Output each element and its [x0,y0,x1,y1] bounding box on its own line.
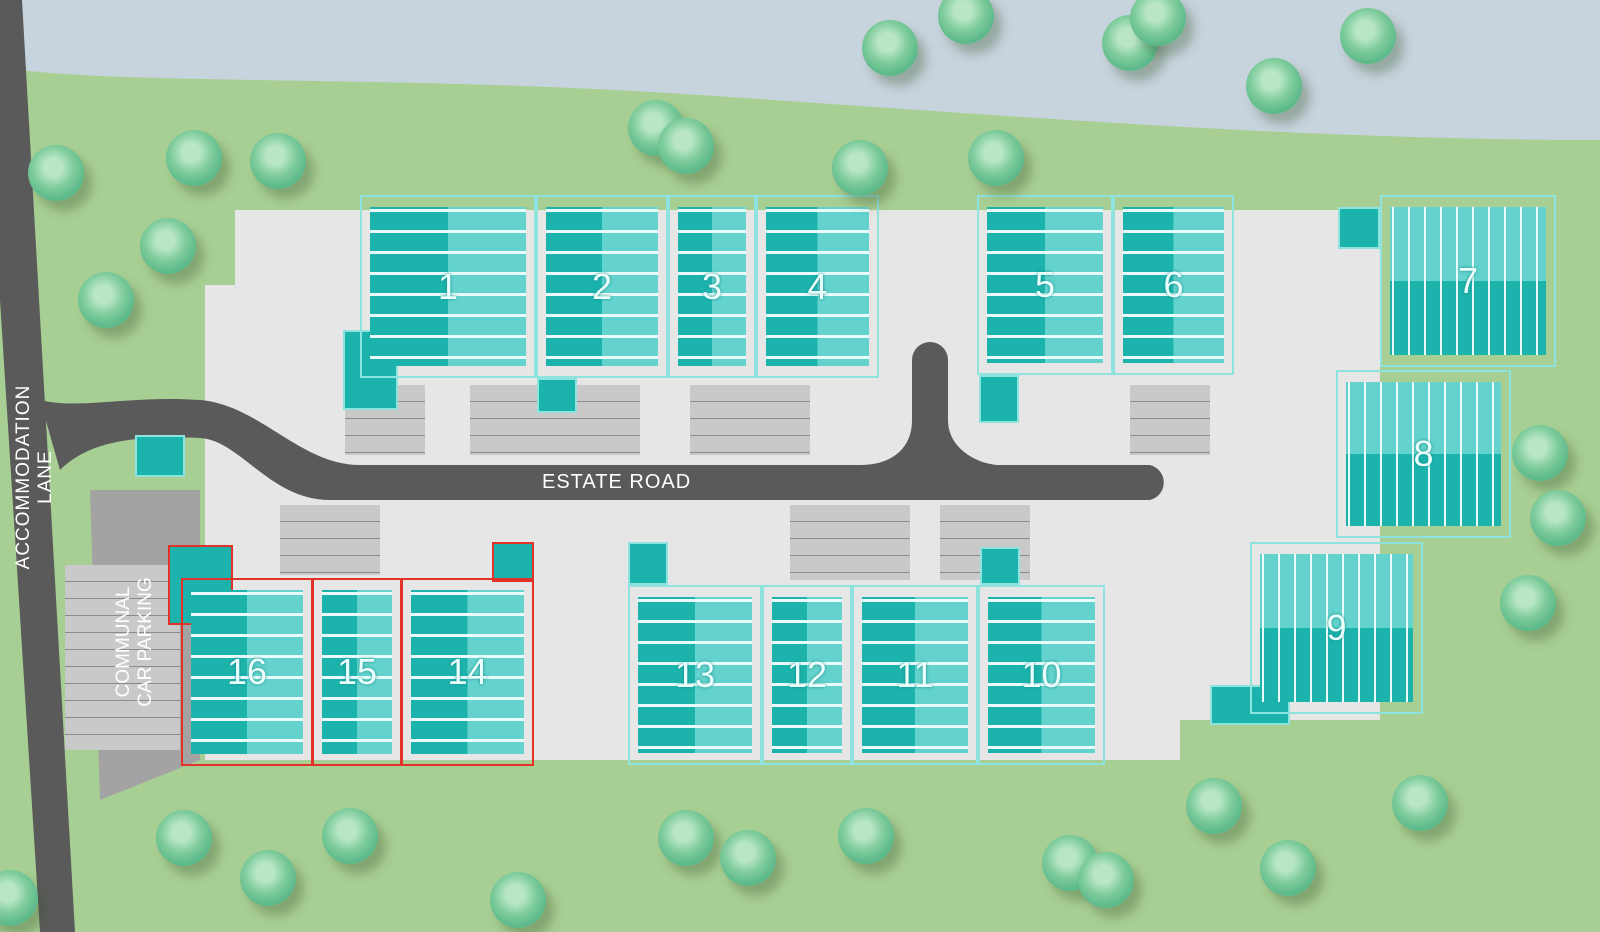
unit-label: 15 [336,651,378,692]
unit-label: 1 [437,265,459,307]
tree-icon [720,830,776,886]
estate-road [40,398,1164,500]
tree-icon [1130,0,1186,46]
tree-icon [832,140,888,196]
tree-icon [156,810,212,866]
tree-icon [1340,8,1396,64]
tree-icon [658,810,714,866]
unit-12[interactable]: 12 [762,585,852,765]
unit-3[interactable]: 3 [668,195,756,378]
parking-bays [280,505,380,575]
unit-1[interactable]: 1 [360,195,536,378]
unit-4[interactable]: 4 [756,195,879,378]
unit-label: 12 [786,654,828,695]
tree-icon [28,145,84,201]
estate-road-branch [860,342,1000,465]
unit-13[interactable]: 13 [628,585,762,765]
tree-icon [1392,775,1448,831]
tree-icon [140,218,196,274]
unit-2[interactable]: 2 [536,195,668,378]
accommodation-lane [0,0,75,932]
loading-pad [979,375,1019,423]
tree-icon [938,0,994,44]
communal-parking-bays [65,565,180,750]
unit-label: 6 [1163,264,1184,305]
loading-pad [135,435,185,477]
unit-label: 2 [591,265,613,307]
unit-16[interactable]: 16 [181,578,313,766]
unit-label: 4 [807,265,828,307]
loading-pad [980,547,1020,585]
unit-5[interactable]: 5 [977,195,1113,375]
parking-bays [1130,385,1210,455]
loading-pad [628,542,668,585]
unit-label: 5 [1034,264,1056,305]
estate-road-label: ESTATE ROAD [542,471,692,493]
tree-icon [166,130,222,186]
unit-15[interactable]: 15 [312,578,402,766]
tree-icon [838,808,894,864]
unit-label: 10 [1021,654,1062,695]
tree-icon [1260,840,1316,896]
unit-label: 7 [1457,260,1479,301]
unit-7[interactable]: 7 [1380,195,1556,367]
tree-icon [322,808,378,864]
tree-icon [658,118,714,174]
unit-11[interactable]: 11 [852,585,978,765]
unit-9[interactable]: 9 [1250,542,1423,714]
tree-icon [968,130,1024,186]
loading-pad [537,378,577,413]
loading-pad [1338,207,1380,249]
tree-icon [1500,575,1556,631]
tree-icon [1530,490,1586,546]
parking-bays [690,385,810,455]
tree-icon [250,133,306,189]
unit-label: 11 [896,654,934,695]
unit-label: 14 [447,651,488,692]
unit-label: 9 [1326,607,1347,648]
unit-14[interactable]: 14 [401,578,534,766]
tree-icon [78,272,134,328]
parking-bays [790,505,910,580]
tree-icon [1186,778,1242,834]
unit-label: 3 [701,265,723,307]
tree-icon [1246,58,1302,114]
tree-icon [862,20,918,76]
tree-icon [240,850,296,906]
communal-car-parking-label: COMMUNAL CAR PARKING [113,542,157,742]
tree-icon [490,872,546,928]
unit-8[interactable]: 8 [1336,370,1511,538]
accommodation-lane-label: ACCOMMODATION LANE [13,384,56,570]
unit-label: 13 [674,654,716,695]
unit-label: 8 [1413,433,1434,474]
parking-label-line1: COMMUNAL [113,586,134,698]
tree-icon [1512,425,1568,481]
loading-pad [492,542,534,582]
unit-label: 16 [226,651,268,692]
river [20,0,1600,140]
unit-10[interactable]: 10 [978,585,1105,765]
unit-6[interactable]: 6 [1113,195,1234,375]
parking-label-line2: CAR PARKING [135,577,156,707]
tree-icon [1078,852,1134,908]
